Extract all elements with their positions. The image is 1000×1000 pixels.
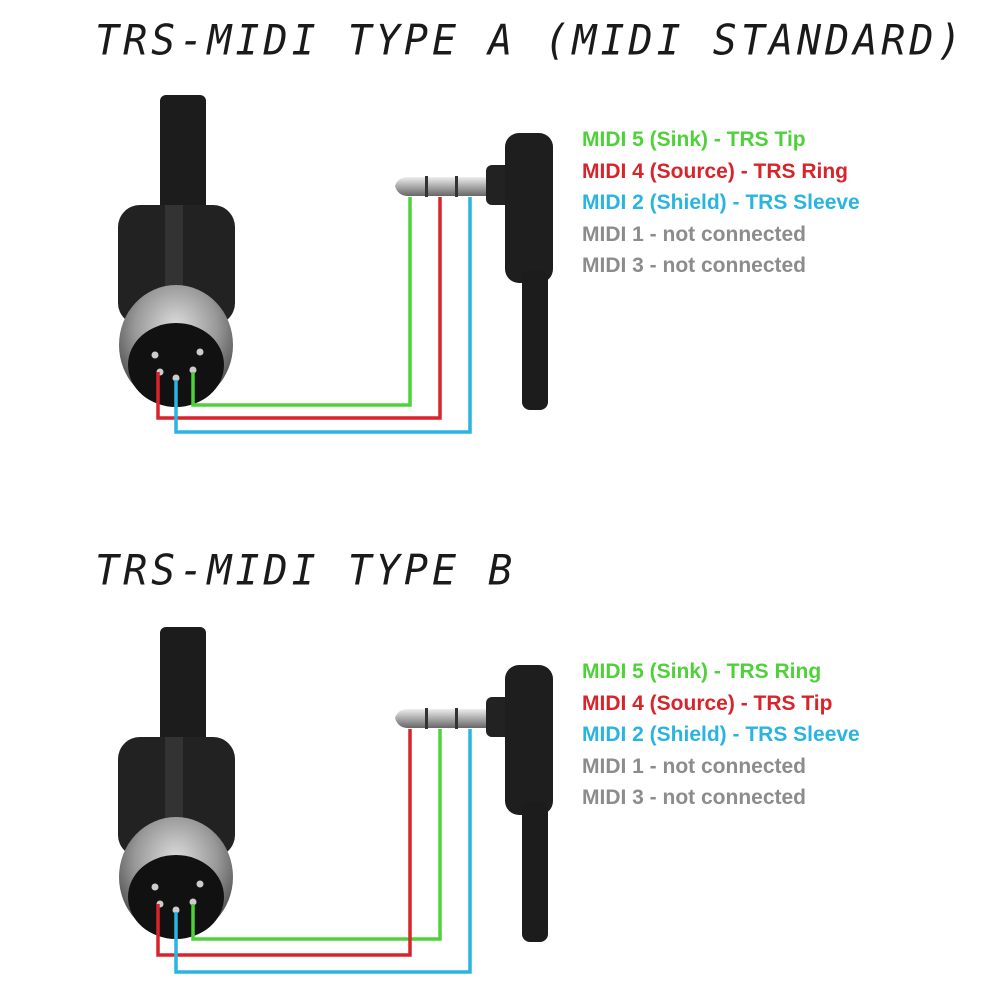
legend-item: MIDI 4 (Source) - TRS Ring [582, 159, 849, 183]
title-type-b: TRS-MIDI TYPE B [95, 546, 517, 596]
legend-item: MIDI 5 (Sink) - TRS Tip [582, 128, 806, 151]
wire-blue [174, 729, 472, 974]
legend-type-b: MIDI 5 (Sink) - TRS Ring MIDI 4 (Source)… [582, 656, 860, 814]
legend-item: MIDI 2 (Shield) - TRS Sleeve [582, 191, 860, 214]
legend-item: MIDI 4 (Source) - TRS Tip [582, 691, 833, 715]
legend-item: MIDI 1 - not connected [582, 222, 807, 246]
diagram-type-b [118, 627, 553, 974]
diagram-type-a [118, 95, 553, 434]
legend-item: MIDI 3 - not connected [582, 786, 807, 809]
wire-blue [174, 197, 472, 434]
legend-item: MIDI 1 - not connected [582, 754, 807, 778]
wire-green [191, 729, 442, 941]
wire-green [191, 197, 412, 407]
legend-item: MIDI 5 (Sink) - TRS Ring [582, 660, 822, 683]
din-and-trs-connectors [118, 95, 553, 410]
wire-red [156, 197, 442, 420]
wire-red [156, 729, 412, 957]
din-and-trs-connectors [118, 627, 553, 942]
legend-item: MIDI 3 - not connected [582, 254, 807, 277]
title-type-a: TRS-MIDI TYPE A (MIDI STANDARD) [95, 16, 966, 66]
legend-item: MIDI 2 (Shield) - TRS Sleeve [582, 723, 860, 746]
legend-type-a: MIDI 5 (Sink) - TRS Tip MIDI 4 (Source) … [582, 124, 860, 282]
